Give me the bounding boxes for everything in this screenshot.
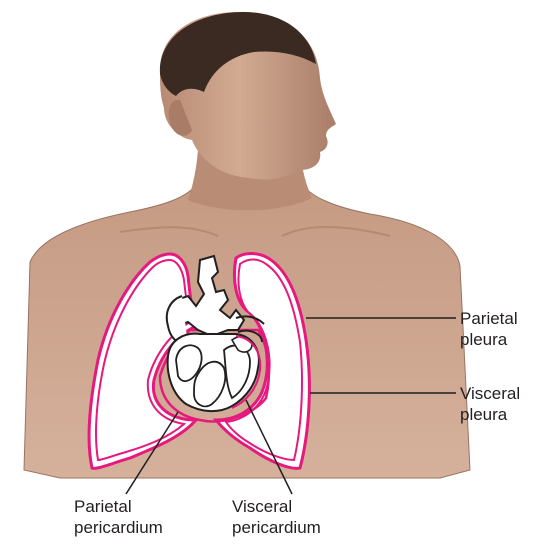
label-visceral-pleura: Visceral pleura: [460, 384, 525, 424]
label-parietal-pleura-line1: Parietal: [460, 309, 518, 328]
label-visceral-pericardium: Visceral pericardium: [232, 497, 321, 537]
label-parietal-pericardium-line1: Parietal: [74, 497, 132, 516]
label-visceral-pleura-line2: pleura: [460, 405, 508, 424]
label-parietal-pleura: Parietal pleura: [460, 309, 522, 349]
label-visceral-pleura-line1: Visceral: [460, 384, 520, 403]
label-visceral-pericardium-line2: pericardium: [232, 518, 321, 537]
label-parietal-pericardium: Parietal pericardium: [74, 497, 163, 537]
label-parietal-pericardium-line2: pericardium: [74, 518, 163, 537]
label-visceral-pericardium-line1: Visceral: [232, 497, 292, 516]
label-parietal-pleura-line2: pleura: [460, 330, 508, 349]
